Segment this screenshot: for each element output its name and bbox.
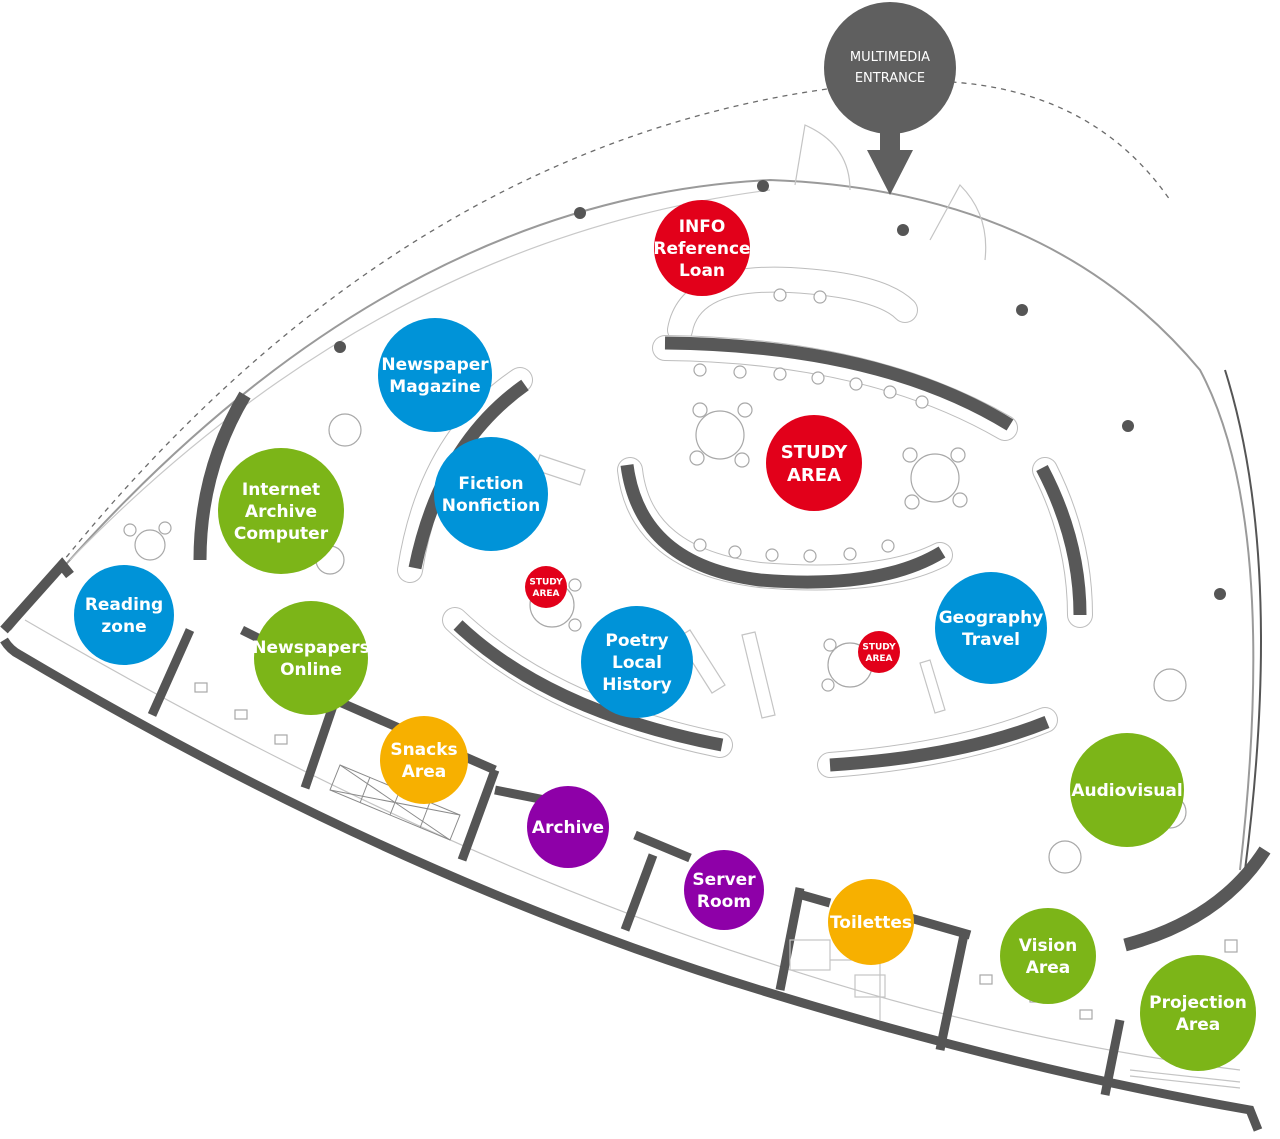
zone-circle[interactable]	[74, 565, 174, 665]
zone-label-line: Room	[697, 892, 751, 912]
east-wall-1	[1224, 369, 1262, 871]
zone-label-line: AREA	[787, 465, 841, 486]
zone-circle[interactable]	[378, 318, 492, 432]
zone-circle[interactable]	[654, 200, 750, 296]
zone-label-line: AREA	[865, 654, 892, 664]
zone-label-line: Toilettes	[830, 913, 912, 933]
floor-outline-inner	[69, 189, 771, 561]
entrance-label-line1: MULTIMEDIA	[850, 50, 930, 65]
zone-label-line: Loan	[679, 261, 725, 281]
zone-label-line: Area	[1026, 958, 1071, 978]
zone-label-line: Vision	[1019, 936, 1077, 956]
zone-label-line: STUDY	[862, 642, 896, 652]
zone-label-line: Magazine	[389, 377, 480, 397]
zone-label-line: STUDY	[529, 577, 563, 587]
zone-label-line: AREA	[532, 589, 559, 599]
floor-outline	[9, 178, 1255, 871]
zone-label-line: Reference	[653, 239, 750, 259]
zone-label-line: Fiction	[458, 474, 523, 494]
zone-archive[interactable]: Archive	[527, 786, 609, 868]
zone-circle[interactable]	[766, 415, 862, 511]
zone-label-line: Poetry	[605, 631, 668, 651]
zone-circle[interactable]	[254, 601, 368, 715]
zone-label-line: Area	[1176, 1015, 1221, 1035]
zone-label-line: History	[602, 675, 671, 695]
zone-label-line: Archive	[245, 502, 317, 522]
zone-label-line: Server	[692, 870, 756, 890]
building-structure	[0, 80, 1271, 1132]
zone-label-line: zone	[101, 617, 146, 637]
zone-toilettes[interactable]: Toilettes	[828, 879, 914, 965]
zone-circle[interactable]	[858, 631, 900, 673]
zone-label-line: Area	[402, 762, 447, 782]
zone-label-line: Newspapers	[252, 638, 369, 658]
zone-circle[interactable]	[380, 716, 468, 804]
zone-label-line: STUDY	[781, 442, 848, 463]
zone-circle[interactable]	[1140, 955, 1256, 1071]
entrance-arrow-icon	[867, 128, 913, 195]
entrance-marker[interactable]: MULTIMEDIA ENTRANCE	[824, 2, 956, 195]
shelving	[397, 266, 1093, 778]
west-wall-1	[193, 391, 251, 561]
zone-circle[interactable]	[684, 850, 764, 930]
zone-circle[interactable]	[434, 437, 548, 551]
zone-circle[interactable]	[1000, 908, 1096, 1004]
zone-audiovisual[interactable]: Audiovisual	[1070, 733, 1184, 847]
entrance-doors	[794, 124, 987, 261]
zone-study-small-2[interactable]: STUDY AREA	[858, 631, 900, 673]
zone-circle[interactable]	[525, 566, 567, 608]
zone-label-line: Reading	[85, 595, 163, 615]
outer-wall-west	[0, 557, 74, 634]
zone-label-line: Nonfiction	[442, 496, 540, 516]
zone-label-line: Internet	[242, 480, 320, 500]
zone-label-line: Geography	[939, 608, 1044, 628]
service-partitions	[147, 625, 1125, 1096]
zone-label-line: Projection	[1149, 993, 1247, 1013]
zone-label-line: INFO	[679, 217, 726, 237]
corridor-line	[24, 619, 1241, 1071]
zone-circle[interactable]	[581, 606, 693, 718]
zone-label-line: Travel	[962, 630, 1020, 650]
entrance-label-line2: ENTRANCE	[855, 71, 925, 86]
zone-label-line: Local	[612, 653, 662, 673]
zone-circle[interactable]	[828, 879, 914, 965]
outer-wall-south	[0, 637, 1263, 1132]
zone-markers: INFOReferenceLoanSTUDYAREASTUDYAREASTUDY…	[74, 200, 1256, 1071]
zone-label-line: Online	[280, 660, 342, 680]
zone-circle[interactable]	[527, 786, 609, 868]
zone-label-line: Snacks	[390, 740, 457, 760]
zone-circle[interactable]	[935, 572, 1047, 684]
zone-label-line: Newspaper	[381, 355, 489, 375]
zone-label-line: Computer	[234, 524, 329, 544]
zone-label-line: Archive	[532, 818, 604, 838]
zone-circle[interactable]	[1070, 733, 1184, 847]
zone-study-small-1[interactable]: STUDY AREA	[525, 566, 567, 608]
columns	[334, 180, 1226, 600]
zone-circle[interactable]	[218, 448, 344, 574]
east-wall-2	[1123, 846, 1271, 952]
zone-label-line: Audiovisual	[1071, 781, 1182, 801]
entrance-circle[interactable]	[824, 2, 956, 134]
